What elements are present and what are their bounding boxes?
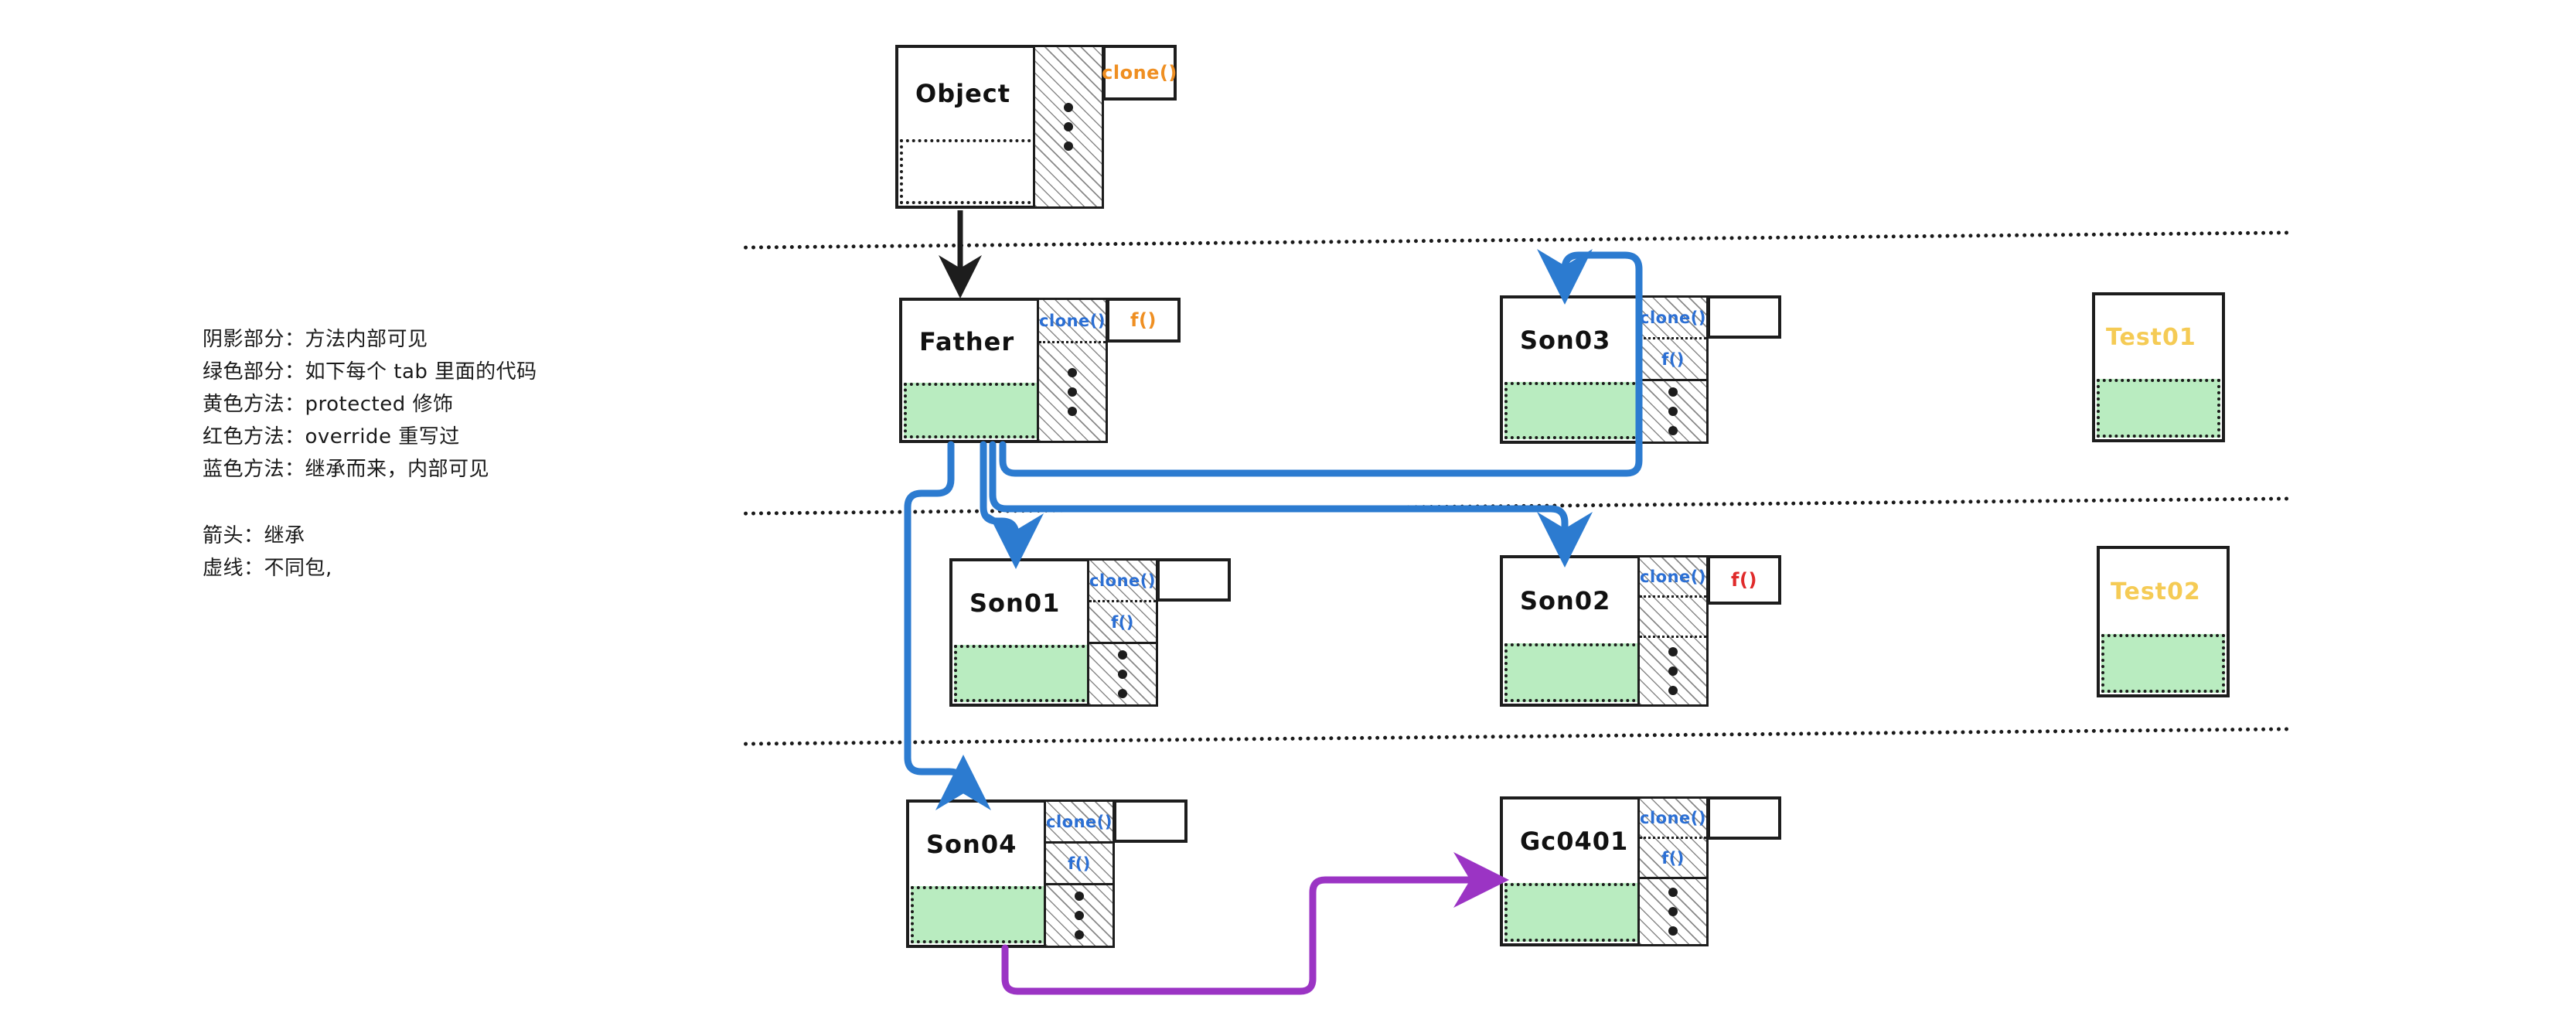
legend-block-primary: 阴影部分：方法内部可见 绿色部分：如下每个 tab 里面的代码 黄色方法：pro… <box>203 323 682 486</box>
test02-body-section <box>2101 634 2225 693</box>
legend-line-arrow: 箭头：继承 <box>203 524 305 547</box>
object-title: Object <box>915 79 1011 108</box>
son02-ext-method-box[interactable]: f() <box>1707 555 1781 605</box>
son03-method-f[interactable]: f() <box>1640 339 1706 381</box>
son03-method-f-label: f() <box>1661 349 1685 369</box>
son03-method-dots <box>1640 381 1706 441</box>
son02-method-clone[interactable]: clone() <box>1640 557 1706 598</box>
gc0401-method-column: clone() f() <box>1637 796 1709 946</box>
son01-method-f[interactable]: f() <box>1089 602 1156 644</box>
test01-title: Test01 <box>2106 323 2196 351</box>
test02-box: Test02 <box>2097 546 2230 697</box>
father-method-dots <box>1039 343 1106 441</box>
son02-method-column: clone() <box>1637 555 1709 707</box>
son03-method-clone[interactable]: clone() <box>1640 298 1706 339</box>
son04-method-clone-label: clone() <box>1046 812 1113 831</box>
vertical-ellipsis-icon <box>1068 343 1077 441</box>
object-ext-method-label: clone() <box>1102 62 1177 84</box>
son02-method-clone-label: clone() <box>1640 567 1706 586</box>
son01-method-clone[interactable]: clone() <box>1089 561 1156 602</box>
son04-method-column: clone() f() <box>1044 799 1115 948</box>
test01-box: Test01 <box>2092 292 2225 442</box>
legend-line-yellow: 黄色方法：protected 修饰 <box>203 393 454 416</box>
edge-father-to-son02 <box>989 441 1593 568</box>
son01-title: Son01 <box>969 588 1061 618</box>
vertical-ellipsis-icon <box>1064 47 1073 206</box>
legend-block-secondary: 箭头：继承 虚线：不同包, <box>203 520 682 585</box>
legend-line-red: 红色方法：override 重写过 <box>203 425 460 448</box>
vertical-ellipsis-icon <box>1118 644 1127 704</box>
gc0401-method-clone-label: clone() <box>1640 808 1706 827</box>
gc0401-method-dots <box>1640 879 1706 944</box>
gc0401-title: Gc0401 <box>1520 827 1629 856</box>
test01-body-section <box>2097 379 2220 438</box>
son02-method-empty[interactable] <box>1640 598 1706 638</box>
gc0401-ext-method-box[interactable] <box>1707 796 1781 840</box>
edge-father-to-son01 <box>980 441 1044 569</box>
gc0401-method-f-label: f() <box>1661 848 1685 868</box>
son04-method-f-label: f() <box>1068 854 1091 873</box>
object-method-column <box>1033 45 1104 209</box>
vertical-ellipsis-icon <box>1075 885 1084 946</box>
son04-ext-method-box[interactable] <box>1113 799 1187 843</box>
legend-line-dashed: 虚线：不同包, <box>203 557 332 580</box>
son01-method-column: clone() f() <box>1087 558 1158 707</box>
son04-method-dots <box>1046 885 1113 946</box>
legend-line-shadow: 阴影部分：方法内部可见 <box>203 328 428 351</box>
vertical-ellipsis-icon <box>1668 879 1678 944</box>
son02-method-dots <box>1640 638 1706 704</box>
son04-method-f[interactable]: f() <box>1046 844 1113 885</box>
son02-title: Son02 <box>1520 586 1611 615</box>
package-separator-3 <box>744 727 2290 746</box>
son03-ext-method-box[interactable] <box>1707 295 1781 339</box>
legend-line-blue: 蓝色方法：继承而来，内部可见 <box>203 458 490 481</box>
father-ext-method-box[interactable]: f() <box>1106 298 1181 343</box>
gc0401-method-clone[interactable]: clone() <box>1640 799 1706 839</box>
father-method-clone-label: clone() <box>1039 311 1106 330</box>
legend-line-green: 绿色部分：如下每个 tab 里面的代码 <box>203 360 537 384</box>
test02-title: Test02 <box>2111 578 2201 605</box>
package-separator-2 <box>744 496 2290 516</box>
son01-method-clone-label: clone() <box>1089 571 1156 590</box>
father-method-clone[interactable]: clone() <box>1039 300 1106 343</box>
gc0401-method-f[interactable]: f() <box>1640 839 1706 879</box>
son02-ext-method-label: f() <box>1731 569 1757 591</box>
son04-title: Son04 <box>926 830 1017 859</box>
father-title: Father <box>919 327 1015 356</box>
object-ext-method-box[interactable]: clone() <box>1102 45 1177 101</box>
package-separator-1 <box>744 230 2290 250</box>
father-method-column: clone() <box>1037 298 1108 443</box>
son01-method-f-label: f() <box>1111 612 1134 632</box>
son01-method-dots <box>1089 644 1156 704</box>
vertical-ellipsis-icon <box>1668 638 1678 704</box>
son04-method-clone[interactable]: clone() <box>1046 802 1113 844</box>
son03-method-clone-label: clone() <box>1640 308 1706 327</box>
object-method-dots <box>1035 47 1102 206</box>
son03-method-column: clone() f() <box>1637 295 1709 444</box>
vertical-ellipsis-icon <box>1668 381 1678 441</box>
son01-ext-method-box[interactable] <box>1157 558 1231 602</box>
father-ext-method-label: f() <box>1130 309 1157 331</box>
